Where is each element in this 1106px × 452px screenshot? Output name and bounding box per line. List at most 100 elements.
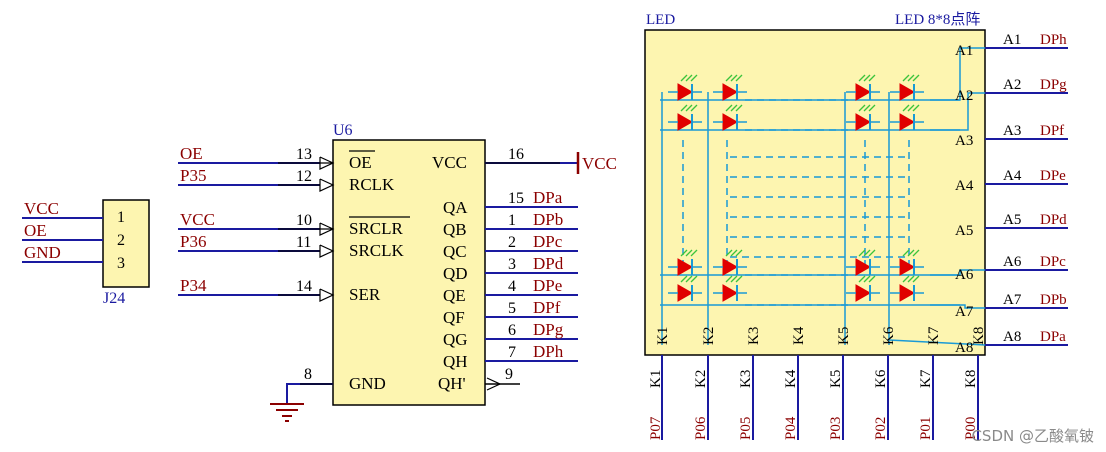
anode-net-dpe: DPe xyxy=(1040,168,1066,184)
out-name-qf: QF xyxy=(443,308,465,327)
cathode-outer-k8: K8 xyxy=(963,370,979,388)
pin-num-13: 13 xyxy=(296,146,312,163)
cathode-outer-k5: K5 xyxy=(828,370,844,388)
chip-u6: U6 OE P35 VCC P36 P34 13 12 10 11 14 OE … xyxy=(178,122,617,422)
out-net-dpg: DPg xyxy=(533,320,564,339)
out-num-qa: 15 xyxy=(508,190,524,207)
out-net-dpa: DPa xyxy=(533,188,563,207)
cathode-inner-k2: K2 xyxy=(701,327,717,345)
anode-outer-a2: A2 xyxy=(1003,77,1021,93)
watermark: CSDN @乙酸氧铍 xyxy=(971,427,1094,445)
connector-net-gnd: GND xyxy=(24,243,61,262)
cathode-net-p03: P03 xyxy=(828,417,844,440)
matrix-wiring xyxy=(660,47,986,346)
pin-name-srclk: SRCLK xyxy=(349,241,405,260)
cathode-outer-k7: K7 xyxy=(918,369,934,388)
cathode-net-p05: P05 xyxy=(738,417,754,440)
out-num-qd: 3 xyxy=(508,256,516,273)
anode-inner-a8: A8 xyxy=(955,340,973,356)
connector-pin-3: 3 xyxy=(117,255,125,272)
out-net-dpd: DPd xyxy=(533,254,564,273)
anode-outer-a7: A7 xyxy=(1003,292,1022,308)
pin-num-9: 9 xyxy=(505,366,513,383)
out-net-dpc: DPc xyxy=(533,232,563,251)
chip-outputs: QA QB QC QD QE QF QG QH 15 1 2 3 4 5 6 7… xyxy=(443,188,578,371)
led-matrix: LED LED 8*8点阵 xyxy=(644,11,1068,440)
out-num-qh: 7 xyxy=(508,344,516,361)
anode-net-dpa: DPa xyxy=(1040,329,1066,345)
cathode-outer-k2: K2 xyxy=(693,370,709,388)
out-net-dpb: DPb xyxy=(533,210,563,229)
connector-pin-2: 2 xyxy=(117,232,125,249)
anode-net-dpg: DPg xyxy=(1040,77,1067,93)
cathode-net-p01: P01 xyxy=(918,417,934,440)
out-name-qb: QB xyxy=(443,220,467,239)
out-num-qf: 5 xyxy=(508,300,516,317)
cathode-net-p06: P06 xyxy=(693,416,709,440)
connector-ref: J24 xyxy=(103,290,125,307)
net-p34: P34 xyxy=(180,276,207,295)
pin-name-ser: SER xyxy=(349,285,381,304)
anode-inner-a5: A5 xyxy=(955,223,973,239)
anode-inner-a2: A2 xyxy=(955,88,973,104)
out-name-qh: QH xyxy=(443,352,468,371)
pin-num-10: 10 xyxy=(296,212,312,229)
pin-num-12: 12 xyxy=(296,168,312,185)
anode-inner-a4: A4 xyxy=(955,178,974,194)
out-net-dph: DPh xyxy=(533,342,564,361)
anode-inner-a1: A1 xyxy=(955,43,973,59)
out-num-qc: 2 xyxy=(508,234,516,251)
cathode-outer-k3: K3 xyxy=(738,370,754,388)
anode-net-dpc: DPc xyxy=(1040,254,1066,270)
anode-net-dpd: DPd xyxy=(1040,212,1067,228)
pin-name-gnd: GND xyxy=(349,374,386,393)
out-net-dpf: DPf xyxy=(533,298,561,317)
out-name-qg: QG xyxy=(443,330,468,349)
anode-outer-a1: A1 xyxy=(1003,32,1021,48)
pin-name-qh-prime: QH' xyxy=(438,374,466,393)
cathode-inner-k7: K7 xyxy=(926,326,942,345)
out-num-qg: 6 xyxy=(508,322,516,339)
pin-name-oe: OE xyxy=(349,153,372,172)
cathode-outer-k1: K1 xyxy=(648,370,664,388)
cathode-net-p04: P04 xyxy=(783,416,799,440)
pin-num-16: 16 xyxy=(508,146,524,163)
anode-inner-a7: A7 xyxy=(955,304,974,320)
chip-ref: U6 xyxy=(333,122,353,139)
pin-name-vcc: VCC xyxy=(432,153,467,172)
anode-inner-a3: A3 xyxy=(955,133,973,149)
cathode-net-p07: P07 xyxy=(648,416,664,440)
cathode-inner-k8: K8 xyxy=(971,327,987,345)
net-p35: P35 xyxy=(180,166,206,185)
anode-outer-a3: A3 xyxy=(1003,123,1021,139)
cathode-net-p02: P02 xyxy=(873,417,889,440)
cathode-net-p00: P00 xyxy=(963,417,979,440)
anode-net-dph: DPh xyxy=(1040,32,1067,48)
net-oe-left: OE xyxy=(180,144,203,163)
anode-pins: A1 A2 A3 A4 A5 A6 A7 A8 A1 A2 A3 A4 A5 A… xyxy=(955,32,1068,356)
anode-outer-a4: A4 xyxy=(1003,168,1022,184)
cathode-outer-k4: K4 xyxy=(783,369,799,388)
ground-icon xyxy=(270,403,304,422)
pin-name-srclr: SRCLR xyxy=(349,219,404,238)
pin-num-8: 8 xyxy=(304,366,312,383)
cathode-inner-k6: K6 xyxy=(881,326,897,345)
cathode-inner-k3: K3 xyxy=(746,327,762,345)
connector-pin-1: 1 xyxy=(117,209,125,226)
connector-net-vcc: VCC xyxy=(24,199,59,218)
net-vcc-left: VCC xyxy=(180,210,215,229)
net-p36: P36 xyxy=(180,232,206,251)
out-name-qa: QA xyxy=(443,198,468,217)
matrix-label: LED xyxy=(646,12,675,28)
matrix-title: LED 8*8点阵 xyxy=(895,11,980,28)
cathode-outer-k6: K6 xyxy=(873,369,889,388)
net-vcc-right: VCC xyxy=(582,154,617,173)
anode-outer-a8: A8 xyxy=(1003,329,1021,345)
anode-net-dpb: DPb xyxy=(1040,292,1067,308)
anode-net-dpf: DPf xyxy=(1040,123,1064,139)
pin-num-14: 14 xyxy=(296,278,312,295)
cathode-inner-k5: K5 xyxy=(836,327,852,345)
out-name-qe: QE xyxy=(443,286,466,305)
cathode-inner-k4: K4 xyxy=(791,326,807,345)
